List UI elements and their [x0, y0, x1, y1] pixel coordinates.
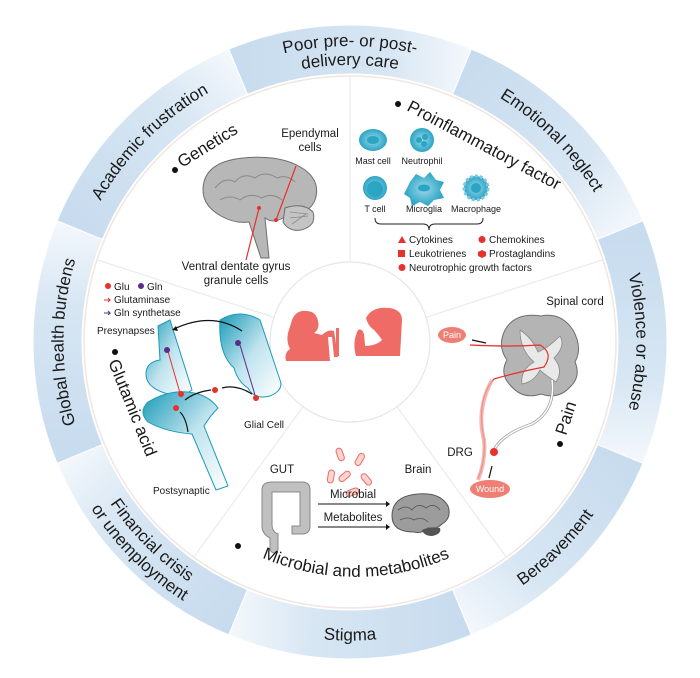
sector-pain: Spinal cord Pain Wound DRG Pain	[438, 296, 604, 498]
brain-icon	[391, 493, 450, 536]
sector-divider	[96, 259, 275, 318]
ring-segment: Stigma	[228, 588, 472, 660]
neutrophil-icon	[410, 128, 434, 152]
microbial-label: Microbial	[330, 489, 376, 501]
mast-cell-icon	[359, 129, 387, 151]
arrow-icon	[488, 465, 493, 479]
svg-text:Gln: Gln	[147, 282, 163, 293]
spinal-cord-label: Spinal cord	[546, 296, 604, 308]
macrophage-icon	[462, 174, 490, 202]
wound-badge: Wound	[470, 480, 510, 498]
cell-label: Neutrophil	[401, 156, 442, 166]
factor-marker-icon	[398, 236, 406, 243]
drg-label: DRG	[447, 447, 473, 459]
center-circle	[269, 261, 431, 423]
ependymal-label: Ependymal	[281, 128, 339, 140]
bullet-icon	[235, 543, 241, 549]
dentate-pointer	[245, 207, 260, 261]
synapse-icon	[142, 313, 282, 491]
svg-text:Gln synthetase: Gln synthetase	[114, 308, 181, 319]
bullet-icon	[557, 441, 563, 447]
factor-marker-icon	[478, 236, 486, 243]
ependymal-pointer	[275, 165, 297, 221]
grouping-brace	[374, 217, 484, 231]
ring-segment-label: Stigma	[323, 624, 377, 644]
cell-label: Macrophage	[451, 204, 501, 214]
drg-node-icon	[490, 448, 498, 456]
gut-intestine-icon	[261, 481, 311, 554]
sector-divider	[193, 406, 304, 558]
glutamate-legend: Glu Gln Glutaminase Gln synthetase	[104, 282, 181, 319]
arrow-right-icon	[386, 501, 390, 507]
factor-label: Leukotrienes	[409, 249, 466, 260]
t-cell-icon	[363, 176, 387, 200]
ring-segment: Poor pre- or post-delivery care	[228, 24, 472, 96]
inner-sectors	[96, 76, 604, 558]
ring-segment: Global health burdens	[32, 220, 104, 464]
pain-badge: Pain	[438, 327, 466, 343]
ring-segment-label: delivery care	[300, 50, 401, 73]
sector-divider	[396, 406, 507, 558]
factor-marker-icon	[398, 250, 405, 257]
bullet-icon	[172, 167, 178, 173]
metabolites-label: Metabolites	[324, 512, 383, 524]
ependymal-label-2: cells	[298, 142, 321, 154]
gut-label: GUT	[270, 464, 294, 476]
microglia-icon	[404, 172, 444, 206]
postsynaptic-label: Postsynaptic	[153, 486, 210, 497]
bullet-icon	[395, 101, 401, 107]
factor-marker-icon	[398, 264, 406, 271]
dentate-label-2: granule cells	[204, 275, 269, 287]
svg-text:Pain: Pain	[443, 330, 461, 340]
arrow-right-icon	[386, 524, 390, 530]
cell-label: Microglia	[406, 204, 442, 214]
spinal-cord-icon	[501, 314, 579, 397]
ring-segment: Violence or abuse	[596, 220, 668, 464]
svg-text:Wound: Wound	[476, 484, 504, 494]
arrow-icon	[471, 339, 487, 344]
cell-label: T cell	[364, 204, 385, 214]
bullet-icon	[112, 349, 118, 355]
factor-label: Prostaglandins	[489, 249, 555, 260]
dentate-label: Ventral dentate gyrus	[182, 261, 291, 273]
svg-text:Glu: Glu	[114, 282, 130, 293]
factor-label: Chemokines	[489, 235, 545, 246]
svg-text:Glutaminase: Glutaminase	[114, 295, 171, 306]
factor-label: Cytokines	[409, 235, 453, 246]
bacteria-icon	[326, 447, 373, 497]
factor-label: Neurotrophic growth factors	[409, 263, 532, 274]
factor-marker-icon	[478, 250, 486, 258]
depressed-figures-icon	[285, 307, 402, 361]
presynapses-label: Presynapses	[97, 326, 155, 337]
cell-label: Mast cell	[355, 156, 391, 166]
brain-label: Brain	[405, 464, 432, 476]
sector-divider	[425, 259, 604, 318]
glial-cell-label: Glial Cell	[244, 420, 284, 431]
